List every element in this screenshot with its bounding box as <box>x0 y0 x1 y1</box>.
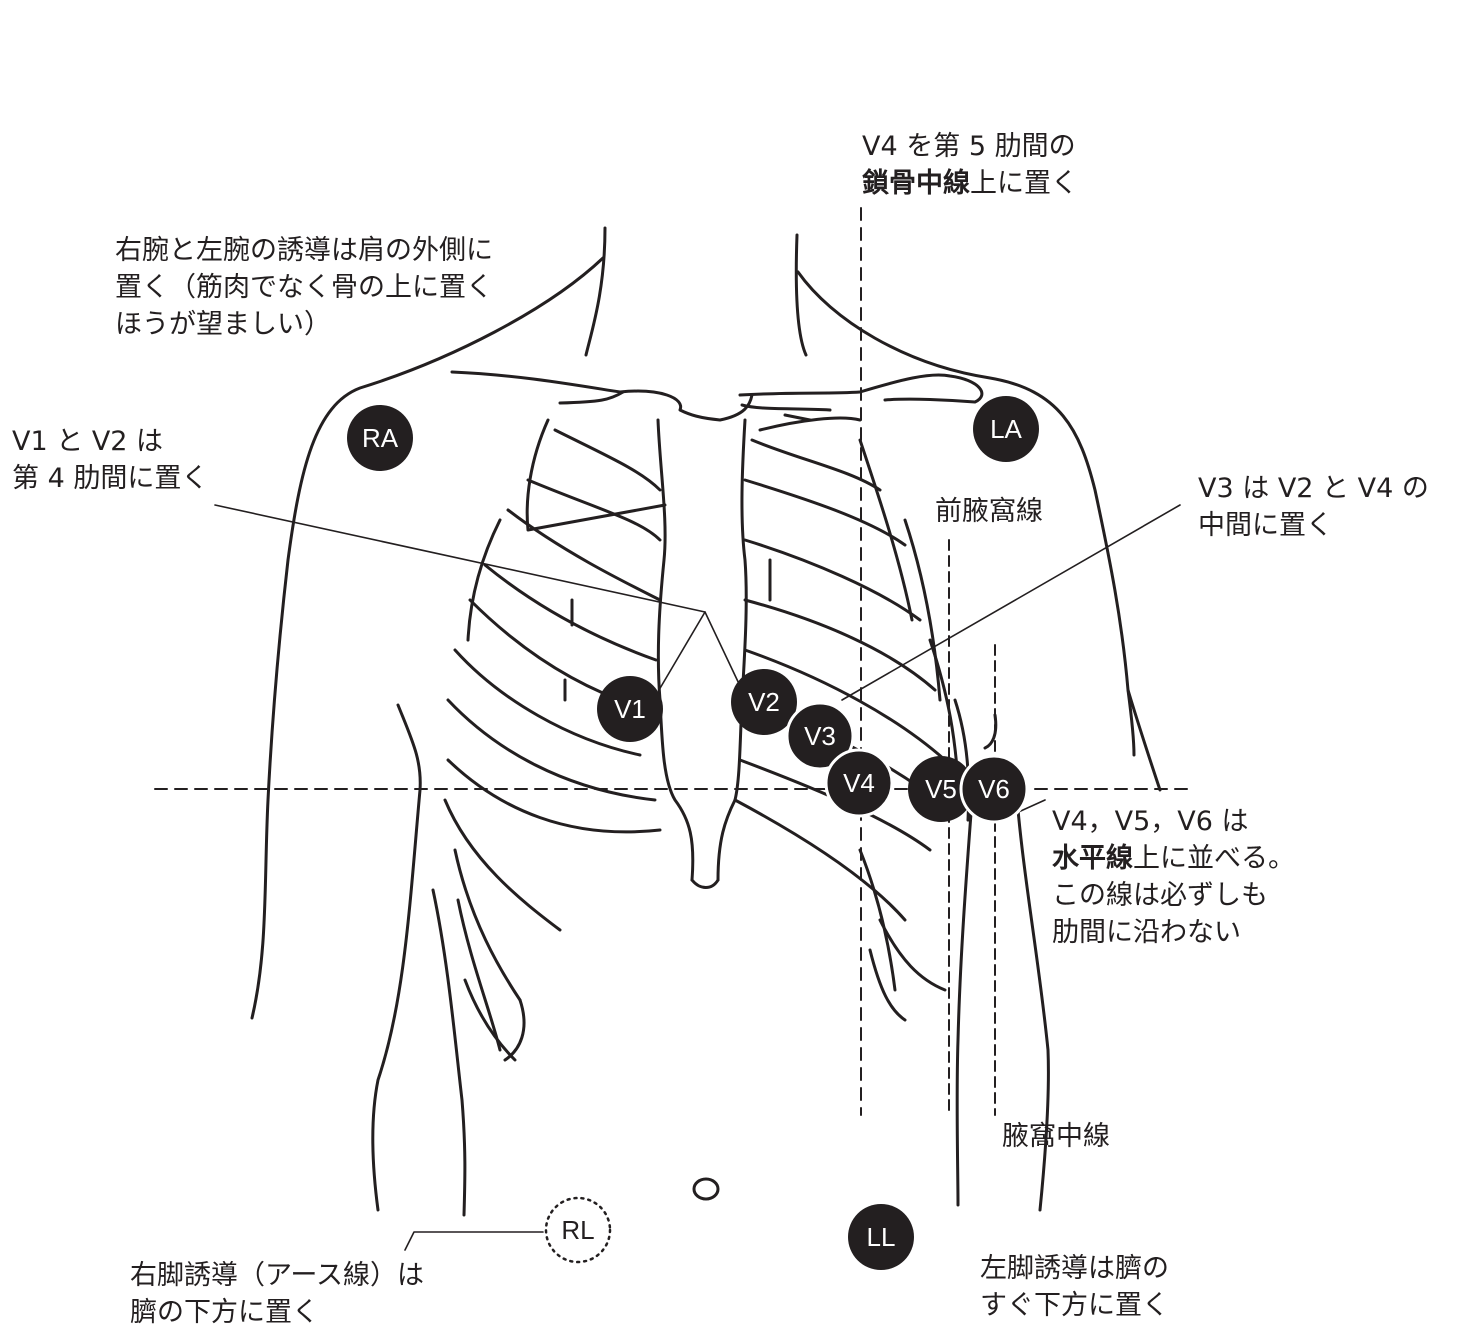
electrode-v3: V3 <box>785 701 855 771</box>
annotation-ll-placement: 左脚誘導は臍の すぐ下方に置く <box>980 1250 1169 1324</box>
electrode-la: LA <box>973 396 1039 462</box>
leader-v1v2 <box>214 504 706 691</box>
annotation-v456-bold: 水平線 <box>1052 843 1133 874</box>
electrode-v5-label: V5 <box>925 774 957 804</box>
rib-cage <box>443 413 971 1062</box>
label-anterior-axillary-line: 前腋窩線 <box>935 493 1043 530</box>
electrode-v4: V4 <box>824 748 894 818</box>
leader-v3 <box>841 504 1181 701</box>
annotation-rl-line1: 右脚誘導（アース線）は <box>130 1260 425 1291</box>
neck-left <box>584 226 607 357</box>
right-shoulder-arm <box>250 256 605 1020</box>
annotation-arms-line1: 右腕と左腕の誘導は肩の外側に <box>115 235 493 266</box>
annotation-v3-placement: V3 は V2 と V4 の 中間に置く <box>1198 470 1429 544</box>
annotation-ll-line2: すぐ下方に置く <box>980 1290 1169 1321</box>
electrode-la-label: LA <box>990 414 1022 444</box>
reference-lines <box>154 207 1189 1116</box>
electrode-v5: V5 <box>908 756 974 822</box>
annotation-v456-line3: この線は必ずしも <box>1052 880 1268 911</box>
annotation-v4-line1: V4 を第 5 肋間の <box>862 131 1076 162</box>
left-clavicle <box>738 373 984 404</box>
label-anterior-axillary-text: 前腋窩線 <box>935 496 1043 527</box>
label-mid-axillary-line: 腋窩中線 <box>1002 1118 1110 1155</box>
electrode-v6-label: V6 <box>978 774 1010 804</box>
electrode-ll-label: LL <box>867 1222 896 1252</box>
annotation-ll-line1: 左脚誘導は臍の <box>980 1253 1169 1284</box>
electrode-ra-label: RA <box>362 423 399 453</box>
annotation-v456-line2: 水平線上に並べる。 <box>1052 840 1295 877</box>
electrode-v1-label: V1 <box>614 694 646 724</box>
annotation-arms-line3: ほうが望ましい） <box>115 309 331 340</box>
electrode-v2: V2 <box>731 669 797 735</box>
electrode-ll: LL <box>848 1204 914 1270</box>
leader-rl <box>404 1231 544 1251</box>
annotation-v456-line4: 肋間に沿わない <box>1052 917 1241 948</box>
navel <box>692 1177 720 1201</box>
annotation-v4-line2: 鎖骨中線上に置く <box>862 165 1078 202</box>
annotation-v456-rest: 上に並べる。 <box>1133 843 1295 874</box>
electrode-rl-label: RL <box>561 1215 594 1245</box>
annotation-v456-line1: V4，V5，V6 は <box>1052 806 1249 837</box>
electrode-v3-label: V3 <box>804 721 836 751</box>
left-flank <box>1013 768 1050 1212</box>
annotation-rl-placement: 右脚誘導（アース線）は 臍の下方に置く <box>130 1257 424 1331</box>
neck-right <box>794 233 808 357</box>
annotation-arms-line2: 置く（筋肉でなく骨の上に置く <box>115 272 493 303</box>
right-flank <box>371 703 422 1212</box>
annotation-v1v2-line1: V1 と V2 は <box>12 426 164 457</box>
annotation-v1v2-placement: V1 と V2 は 第 4 肋間に置く <box>12 423 208 497</box>
annotation-v4v5v6-placement: V4，V5，V6 は 水平線上に並べる。 この線は必ずしも 肋間に沿わない <box>1052 803 1295 951</box>
annotation-arm-leads: 右腕と左腕の誘導は肩の外側に 置く（筋肉でなく骨の上に置く ほうが望ましい） <box>115 232 493 343</box>
clavicles <box>450 370 984 422</box>
electrode-v1: V1 <box>597 676 663 742</box>
electrode-rl: RL <box>544 1196 612 1264</box>
electrode-v2-label: V2 <box>748 687 780 717</box>
body-outline <box>250 226 1162 1217</box>
left-flank-inner <box>955 798 974 1207</box>
left-arm-outer <box>1126 688 1162 792</box>
annotation-v4-placement: V4 を第 5 肋間の 鎖骨中線上に置く <box>862 128 1078 202</box>
electrodes: RA LA V1 V2 V3 V4 <box>347 396 1039 1270</box>
annotation-v3-line1: V3 は V2 と V4 の <box>1198 473 1429 504</box>
annotation-v4-bold: 鎖骨中線 <box>862 168 970 199</box>
electrode-v6: V6 <box>959 754 1029 824</box>
right-flank-inner <box>431 888 467 1217</box>
annotation-rl-line2: 臍の下方に置く <box>130 1297 319 1328</box>
label-mid-axillary-text: 腋窩中線 <box>1002 1121 1110 1152</box>
right-clavicle <box>450 370 754 422</box>
annotation-v4-rest: 上に置く <box>970 168 1078 199</box>
annotation-v1v2-line2: 第 4 肋間に置く <box>12 463 209 494</box>
sternum-right-edge <box>656 418 695 882</box>
annotation-v3-line2: 中間に置く <box>1198 510 1333 541</box>
leader-v1v2-to-v2 <box>704 611 742 689</box>
electrode-ra: RA <box>347 405 413 471</box>
electrode-v4-label: V4 <box>843 768 875 798</box>
